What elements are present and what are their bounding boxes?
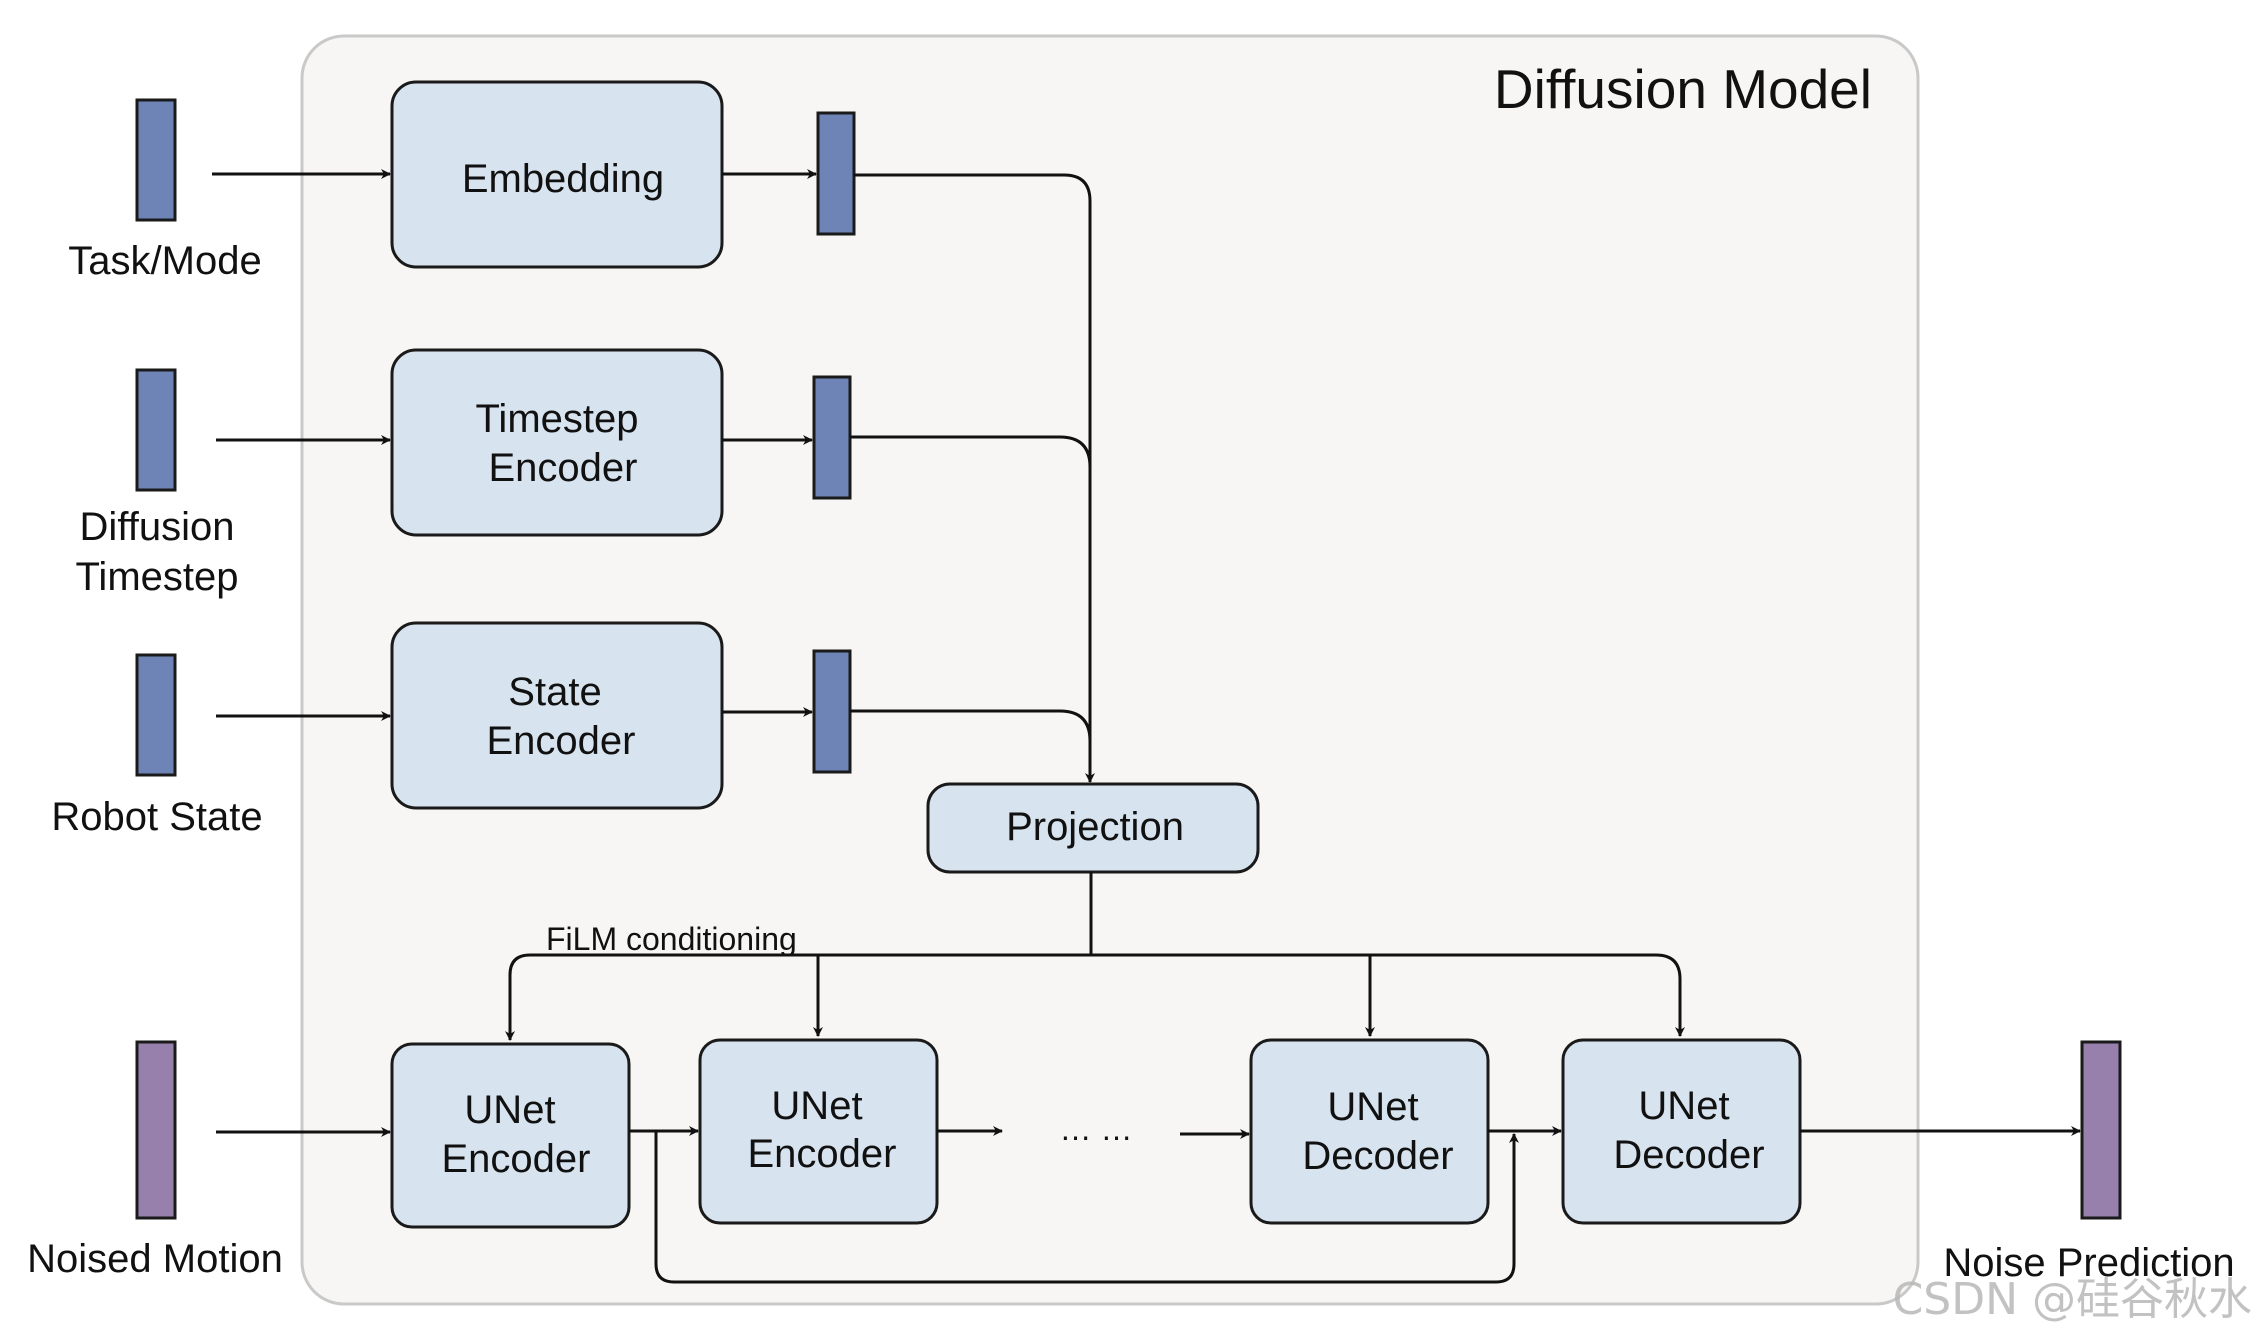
embedding-to-projection-wire <box>854 173 1095 783</box>
unet-decoder-2-module <box>1561 1038 1802 1225</box>
robot-state-token <box>135 653 177 777</box>
task-mode-label: Task/Mode <box>68 239 261 283</box>
unet-decoder-1-label-line1: UNet <box>1327 1085 1418 1129</box>
diffusion-timestep-label-line2: Timestep <box>75 555 238 599</box>
projection-module <box>926 782 1260 874</box>
robot-state-label: Robot State <box>51 795 262 839</box>
ellipsis-label: … … <box>1060 1111 1133 1147</box>
state-encoder-label-line1: State <box>508 670 601 714</box>
watermark: CSDN @硅谷秋水 <box>1893 1274 2252 1325</box>
unet-encoder-2-label-line2: Encoder <box>748 1132 897 1176</box>
unet-encoder-1-label-line2: Encoder <box>442 1137 591 1181</box>
diffusion-timestep-label-line1: Diffusion <box>80 505 235 549</box>
container-title: Diffusion Model <box>1494 58 1872 120</box>
timestep-encoder-label-line1: Timestep <box>475 397 638 441</box>
embedding-label: Embedding <box>462 157 664 201</box>
unet-encoder-1-label-line1: UNet <box>464 1088 555 1132</box>
state-feature-token <box>812 649 852 774</box>
unet-decoder-2-label-line2: Decoder <box>1613 1133 1764 1177</box>
timestep-to-projection-wire <box>850 435 1092 468</box>
noise-prediction-label: Noise Prediction <box>1943 1241 2234 1285</box>
embedding-feature-token <box>816 111 856 236</box>
unet-encoder-2-label-line1: UNet <box>771 1084 862 1128</box>
unet-decoder-1-module <box>1249 1038 1490 1225</box>
diffusion-timestep-token <box>135 368 177 492</box>
state-encoder-label-line2: Encoder <box>487 719 636 763</box>
noise-prediction-token <box>2080 1040 2122 1220</box>
task-mode-token <box>135 98 177 222</box>
timestep-encoder-module <box>390 348 724 537</box>
timestep-feature-token <box>812 375 852 500</box>
film-conditioning-label: FiLM conditioning <box>546 921 797 957</box>
unet-decoder-2-label-line1: UNet <box>1638 1084 1729 1128</box>
state-encoder-module <box>390 621 724 810</box>
noised-motion-token <box>135 1040 177 1220</box>
film-to-unet-decoder-2 <box>1655 953 1685 1037</box>
film-to-unet-encoder-1 <box>505 953 531 1041</box>
projection-label: Projection <box>1006 805 1184 849</box>
state-to-projection-wire <box>850 709 1092 742</box>
unet-decoder-1-label-line2: Decoder <box>1302 1134 1453 1178</box>
timestep-encoder-label-line2: Encoder <box>489 446 638 490</box>
unet-encoder-1-module <box>390 1042 631 1229</box>
noised-motion-label: Noised Motion <box>27 1237 283 1281</box>
skip-connection-wire <box>654 1131 1519 1284</box>
